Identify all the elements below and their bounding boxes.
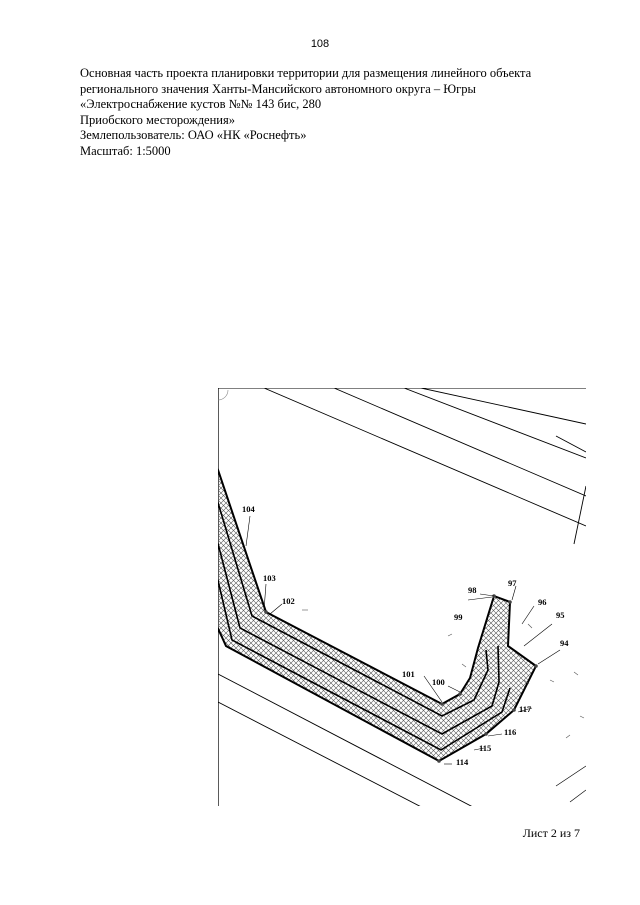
header-line: Приобского месторождения» bbox=[80, 112, 235, 127]
planning-map-drawing: 104 103 102 101 100 99 98 97 96 95 94 11… bbox=[218, 388, 586, 806]
header-line: «Электроснабжение кустов №№ 143 бис, 280 bbox=[80, 97, 322, 111]
scale-line: Масштаб: 1:5000 bbox=[80, 143, 171, 158]
allotment-zone bbox=[218, 466, 538, 763]
label-leaders bbox=[245, 515, 561, 765]
point-label: 98 bbox=[468, 585, 477, 595]
point-label: 94 bbox=[560, 638, 569, 648]
point-label: 100 bbox=[432, 677, 445, 687]
point-label: 117 bbox=[519, 704, 532, 714]
page-number: 108 bbox=[310, 38, 330, 50]
header-line: регионального значения Ханты-Мансийского… bbox=[80, 81, 476, 96]
document-header: Основная часть проекта планировки террит… bbox=[80, 66, 580, 159]
land-user-line: Землепользователь: ОАО «НК «Роснефть» bbox=[80, 128, 307, 142]
point-label: 102 bbox=[282, 596, 295, 606]
point-label: 96 bbox=[538, 597, 547, 607]
point-label: 104 bbox=[242, 504, 256, 514]
point-label: 97 bbox=[508, 578, 517, 588]
header-line: Основная часть проекта планировки террит… bbox=[80, 66, 532, 80]
point-label: 99 bbox=[454, 612, 463, 622]
survey-marks bbox=[302, 609, 585, 739]
point-label: 116 bbox=[504, 727, 516, 737]
sheet-number: Лист 2 из 7 bbox=[522, 826, 580, 840]
point-label: 103 bbox=[263, 573, 276, 583]
parcel-boundaries bbox=[218, 388, 586, 806]
point-label: 115 bbox=[479, 743, 491, 753]
corridor-lines bbox=[218, 499, 511, 751]
vertex-markers bbox=[264, 594, 538, 763]
planning-map: 104 103 102 101 100 99 98 97 96 95 94 11… bbox=[216, 388, 586, 806]
point-label: 101 bbox=[402, 669, 415, 679]
point-label: 95 bbox=[556, 610, 565, 620]
point-label: 114 bbox=[456, 757, 469, 767]
